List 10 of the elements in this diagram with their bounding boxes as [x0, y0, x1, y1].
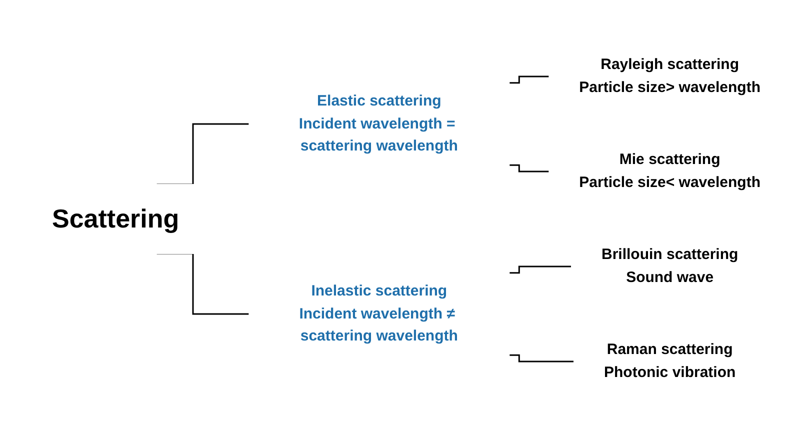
node-text: Brillouin scattering Sound wave [601, 246, 738, 286]
node-text: Mie scattering Particle size< wavelength [578, 151, 760, 190]
node-text: Elastic scattering Incident wavelength = scattering wavelength [298, 92, 458, 154]
connector [508, 164, 549, 172]
connector [508, 76, 549, 84]
node-text: Rayleigh scattering Particle size> wavelength [578, 56, 760, 96]
node-text: Raman scattering Photonic vibration [604, 341, 736, 380]
connector [508, 354, 574, 362]
node-text: Inelastic scattering Incident wavelength ≠ scattering wavelength [298, 282, 458, 344]
connector [508, 266, 572, 274]
